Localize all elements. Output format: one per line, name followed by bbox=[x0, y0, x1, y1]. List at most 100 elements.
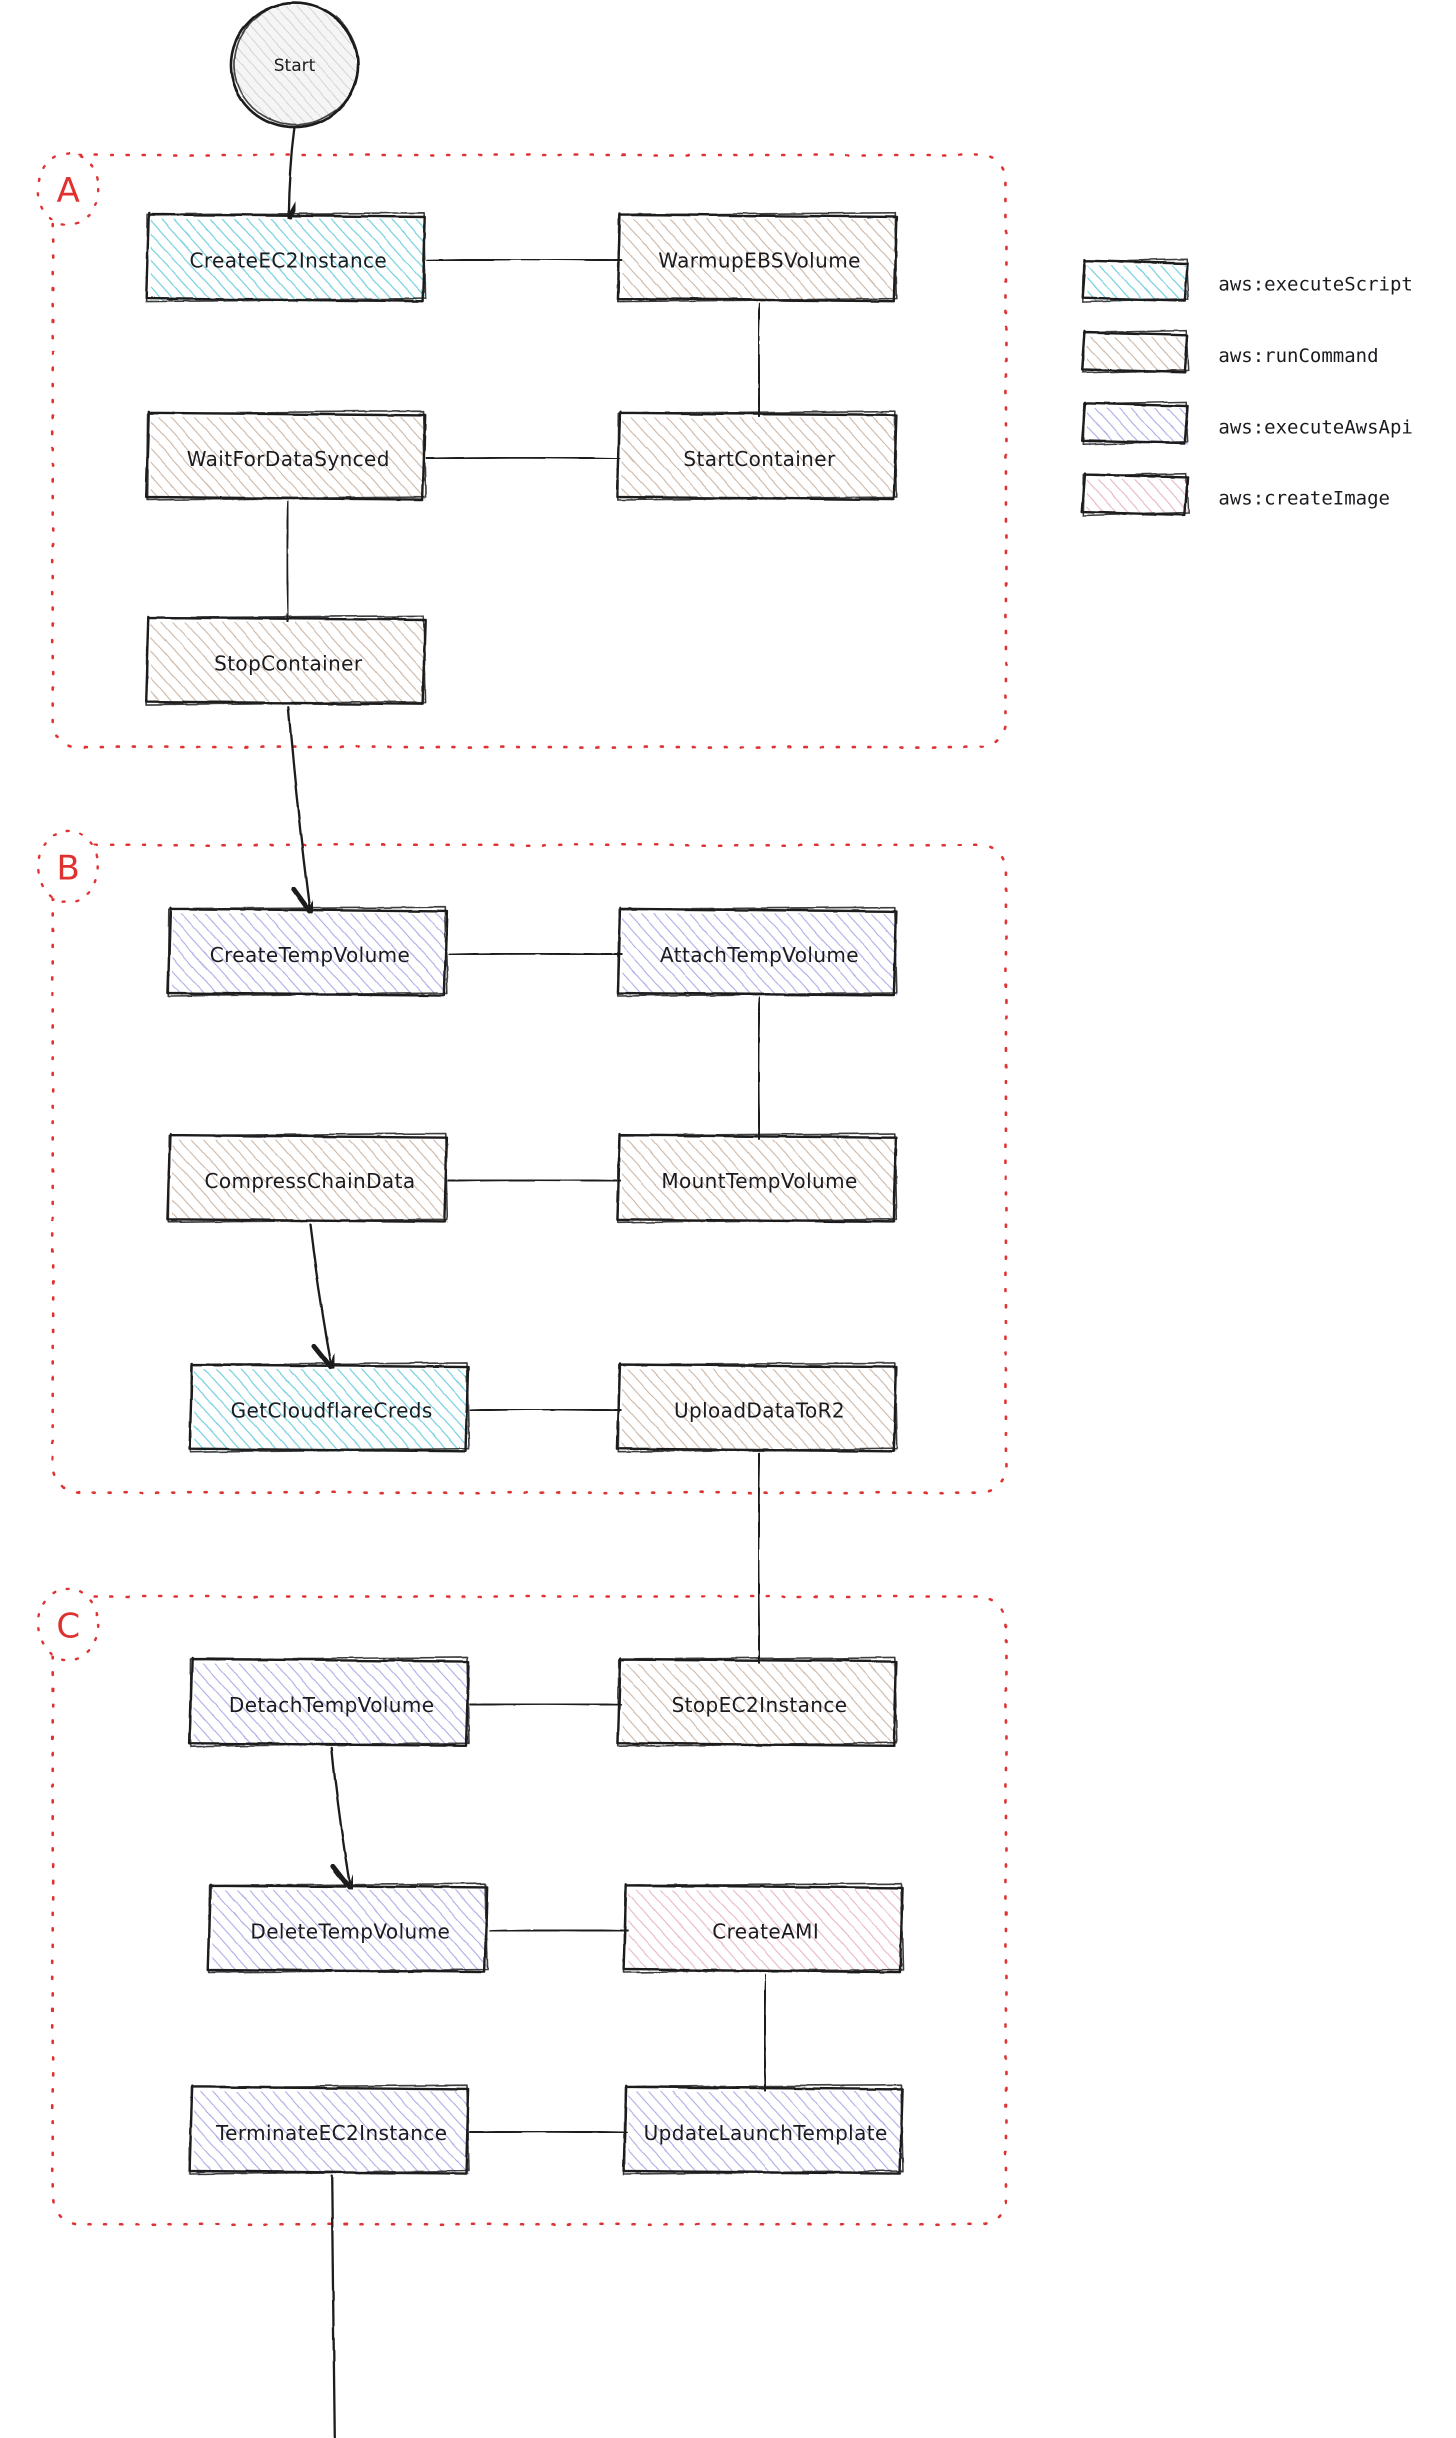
flow-node[interactable]: CreateTempVolume bbox=[166, 906, 449, 997]
group-badge bbox=[36, 151, 100, 227]
group-outline bbox=[51, 153, 1008, 749]
edge-line bbox=[332, 1747, 351, 1888]
node-hatch bbox=[150, 622, 426, 705]
node-label: CompressChainData bbox=[205, 1169, 416, 1193]
edge-line bbox=[471, 2132, 628, 2133]
node-border-2 bbox=[189, 2084, 470, 2175]
flow-node[interactable]: AttachTempVolume bbox=[616, 906, 898, 997]
flow-node[interactable]: StopEC2Instance bbox=[616, 1656, 898, 1747]
legend-label: aws:executeAwsApi bbox=[1218, 416, 1412, 438]
edge-line bbox=[287, 705, 310, 912]
node-hatch bbox=[150, 219, 426, 302]
legend-swatch-border-2 bbox=[1082, 329, 1189, 374]
flow-node[interactable]: UpdateLaunchTemplate bbox=[622, 2084, 904, 2175]
node-border-2 bbox=[617, 1656, 898, 1747]
legend-swatch-hatch bbox=[1087, 265, 1189, 302]
node-label: DetachTempVolume bbox=[229, 1693, 435, 1717]
node-border-2 bbox=[617, 410, 898, 501]
node-border-2 bbox=[189, 1656, 470, 1747]
flow-node[interactable]: DetachTempVolume bbox=[188, 1656, 470, 1747]
node-border-2 bbox=[623, 1882, 904, 1974]
edge-line bbox=[758, 1452, 759, 1662]
edge bbox=[471, 2132, 628, 2133]
group-label: B bbox=[57, 848, 80, 888]
node-label: CreateTempVolume bbox=[210, 943, 411, 967]
flow-node[interactable]: DeleteTempVolume bbox=[207, 1882, 489, 1974]
legend-swatch-border-2 bbox=[1082, 401, 1189, 445]
node-hatch bbox=[622, 913, 897, 997]
flow-node[interactable]: CreateEC2Instance bbox=[145, 212, 427, 303]
flow-node[interactable]: StopContainer bbox=[145, 615, 427, 706]
node-label: GetCloudflareCreds bbox=[231, 1399, 433, 1423]
group-outline bbox=[51, 1595, 1008, 2226]
terminator-node[interactable]: Start bbox=[229, 1, 360, 129]
node-border-2 bbox=[617, 906, 898, 997]
legend-item: aws:runCommand bbox=[1081, 329, 1379, 374]
node-hatch bbox=[172, 1139, 448, 1223]
group-badge bbox=[36, 829, 100, 904]
node-label: StartContainer bbox=[683, 447, 836, 471]
edge bbox=[288, 125, 294, 217]
edge-line bbox=[471, 1704, 622, 1705]
terminator-hatch bbox=[232, 5, 357, 126]
node-border-2 bbox=[617, 1132, 898, 1224]
edge bbox=[450, 1180, 622, 1181]
legend-swatch-border-2 bbox=[1082, 472, 1189, 517]
edge-line bbox=[758, 997, 759, 1137]
edge bbox=[488, 1930, 626, 1931]
group-label: A bbox=[57, 171, 80, 211]
legend-item: aws:executeScript bbox=[1081, 258, 1413, 303]
edge-line bbox=[470, 1409, 620, 1410]
terminators-layer: StartEnd bbox=[229, 1, 360, 129]
node-label: UploadDataToR2 bbox=[674, 1399, 845, 1423]
legend-label: aws:runCommand bbox=[1218, 345, 1378, 367]
legend-item: aws:executeAwsApi bbox=[1081, 401, 1413, 445]
edge-line bbox=[450, 1180, 622, 1181]
flow-node[interactable]: GetCloudflareCreds bbox=[188, 1362, 470, 1453]
flow-node[interactable]: CompressChainData bbox=[166, 1132, 449, 1224]
edge bbox=[471, 1704, 622, 1705]
node-hatch bbox=[194, 1369, 470, 1452]
node-hatch bbox=[194, 1663, 470, 1747]
legend-item: aws:createImage bbox=[1081, 472, 1390, 517]
flow-node[interactable]: CreateAMI bbox=[622, 1882, 904, 1974]
edge-line bbox=[764, 1973, 765, 2090]
node-label: StopContainer bbox=[214, 651, 363, 675]
edge bbox=[758, 302, 759, 416]
edge-line bbox=[488, 1930, 626, 1931]
flow-node[interactable]: TerminateEC2Instance bbox=[188, 2084, 470, 2175]
nodes-layer: CreateEC2Instance WarmupEBSVolumeStartCon… bbox=[145, 212, 904, 2175]
node-label: AttachTempVolume bbox=[660, 943, 859, 967]
edge bbox=[448, 954, 621, 955]
edge-line bbox=[448, 954, 621, 955]
edge bbox=[758, 997, 759, 1137]
node-label: TerminateEC2Instance bbox=[215, 2121, 448, 2145]
edge-line bbox=[426, 259, 620, 260]
flow-node[interactable]: StartContainer bbox=[616, 410, 898, 501]
node-border-2 bbox=[207, 1882, 489, 1974]
terminator-label: Start bbox=[274, 56, 316, 76]
flow-node[interactable]: WaitForDataSynced bbox=[145, 410, 427, 501]
edge-line bbox=[288, 125, 294, 217]
node-border-2 bbox=[145, 410, 427, 501]
node-hatch bbox=[628, 1889, 904, 1973]
node-hatch bbox=[212, 1889, 488, 1973]
edge bbox=[764, 1973, 765, 2090]
node-hatch bbox=[622, 1663, 897, 1747]
legend-swatch-border-2 bbox=[1082, 258, 1189, 303]
node-label: MountTempVolume bbox=[661, 1169, 857, 1193]
edge bbox=[287, 705, 310, 912]
node-label: CreateEC2Instance bbox=[189, 248, 387, 272]
node-hatch bbox=[194, 2091, 470, 2175]
flow-node[interactable]: WarmupEBSVolume bbox=[616, 212, 898, 303]
flow-node[interactable]: MountTempVolume bbox=[616, 1132, 898, 1224]
flow-node[interactable]: UploadDataToR2 bbox=[616, 1362, 898, 1453]
legend-swatch-hatch bbox=[1087, 336, 1189, 374]
node-border-2 bbox=[145, 212, 427, 303]
edge-line bbox=[308, 1223, 332, 1368]
edge bbox=[426, 259, 620, 260]
legend: aws:executeScript aws:runCommand aws:execu… bbox=[1081, 258, 1413, 517]
legend-swatch-hatch bbox=[1087, 408, 1189, 445]
group-boundary: C bbox=[36, 1587, 1008, 2226]
